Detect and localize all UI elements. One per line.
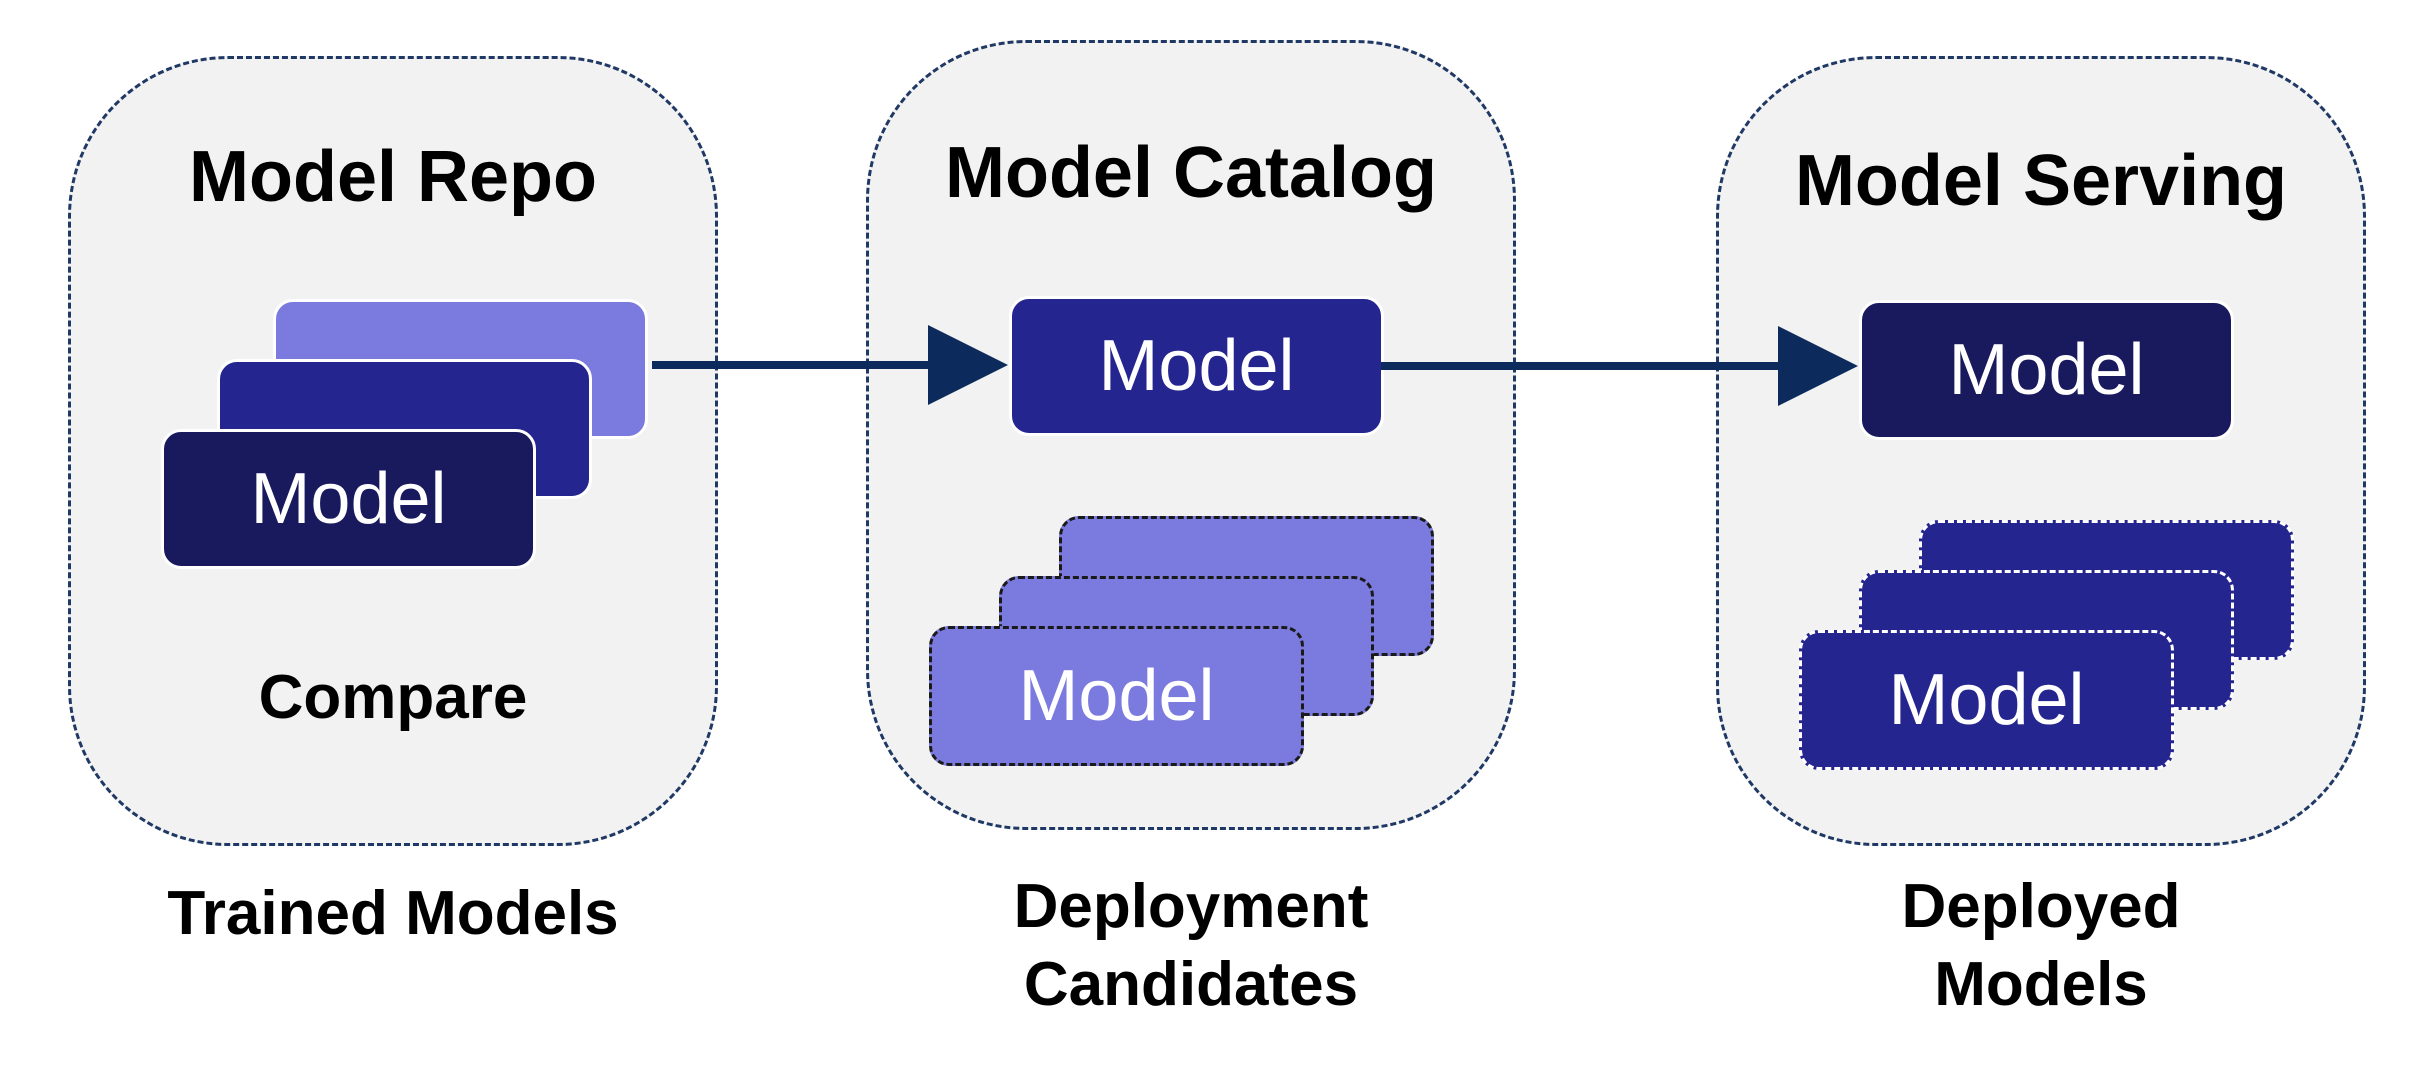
serving-model-label: Model (1948, 330, 2145, 410)
candidate-card-front: Model (929, 626, 1304, 766)
deployment-candidates-line2: Candidates (1023, 949, 1359, 1019)
deployed-card-front: Model (1799, 630, 2174, 770)
candidate-card-label: Model (1018, 656, 1215, 736)
deployed-models-line2: Models (1934, 949, 2148, 1019)
deployed-models-caption: Deployed Models (1716, 868, 2366, 1023)
trained-models-caption: Trained Models (68, 875, 718, 953)
model-card-label: Model (250, 459, 447, 539)
model-serving-title: Model Serving (1794, 141, 2288, 221)
model-repo-title: Model Repo (189, 137, 597, 217)
catalog-model-label: Model (1098, 326, 1295, 406)
deployed-card-label: Model (1888, 660, 2085, 740)
model-repo-panel: Model Repo Model Compare (68, 56, 718, 846)
model-catalog-title: Model Catalog (944, 133, 1437, 213)
catalog-model-card: Model (1009, 296, 1384, 436)
model-card-front: Model (161, 429, 536, 569)
model-serving-panel: Model Serving Model Model (1716, 56, 2366, 846)
model-catalog-panel: Model Catalog Model Model (866, 40, 1516, 830)
compare-label: Compare (258, 663, 528, 732)
deployment-candidates-line1: Deployment (1013, 872, 1369, 941)
deployed-models-line1: Deployed (1901, 872, 2181, 941)
trained-models-label: Trained Models (167, 879, 619, 948)
serving-model-card: Model (1859, 300, 2234, 440)
deployment-candidates-caption: Deployment Candidates (866, 868, 1516, 1023)
